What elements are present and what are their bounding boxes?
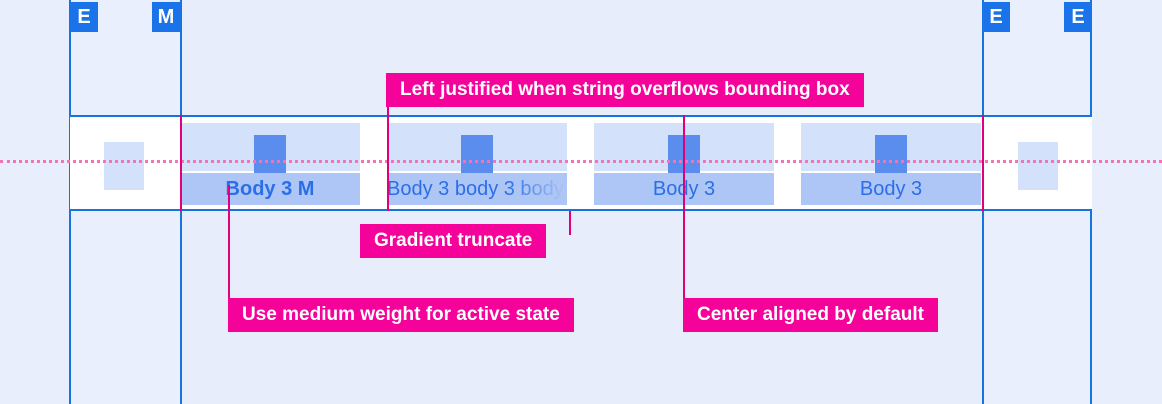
tab-label-box-4: Body 3 [801, 173, 981, 205]
leader-gradient-truncate [569, 211, 571, 235]
tab-icon-1 [254, 135, 286, 175]
leader-medium-weight [228, 185, 230, 299]
annotation-gradient-truncate: Gradient truncate [360, 224, 547, 258]
annotation-overflow-alignment: Left justified when string overflows bou… [386, 73, 864, 107]
tab-label-2: Body 3 body 3 body 3 [387, 178, 567, 200]
tab-icon-2 [461, 135, 493, 175]
tab-label-box-2: Body 3 body 3 body 3 [387, 173, 567, 205]
tab-icon-placeholder-4 [801, 123, 981, 175]
tab-item-1[interactable]: Body 3 M [180, 117, 360, 209]
tab-item-2[interactable]: Body 3 body 3 body 3 [387, 117, 567, 209]
vertical-center-guide [0, 160, 1162, 163]
leader-center-aligned [683, 145, 685, 299]
tab-label-4: Body 3 [859, 178, 923, 200]
tab-label-1: Body 3 M [225, 178, 315, 200]
badge-margin-left: M [152, 2, 180, 32]
tab-icon-4 [875, 135, 907, 175]
annotation-medium-weight: Use medium weight for active state [228, 298, 574, 332]
badge-edge-right-outer: E [1064, 2, 1092, 32]
badge-edge-left-outer: E [70, 2, 98, 32]
tab-label-box-1: Body 3 M [180, 173, 360, 205]
tab-icon-placeholder-2 [387, 123, 567, 175]
measure-rule-overflow-start [387, 104, 389, 211]
measure-rule-tab-start [180, 115, 182, 211]
badge-edge-right-inner: E [982, 2, 1010, 32]
tab-icon-placeholder-1 [180, 123, 360, 175]
tab-bar: Body 3 M Body 3 body 3 body 3 Body 3 [70, 115, 1092, 211]
annotation-center-aligned: Center aligned by default [683, 298, 938, 332]
measure-rule-tab-end [982, 115, 984, 211]
end-cap-placeholder-left [104, 142, 144, 190]
tab-item-4[interactable]: Body 3 [801, 117, 981, 209]
end-cap-placeholder-right [1018, 142, 1058, 190]
